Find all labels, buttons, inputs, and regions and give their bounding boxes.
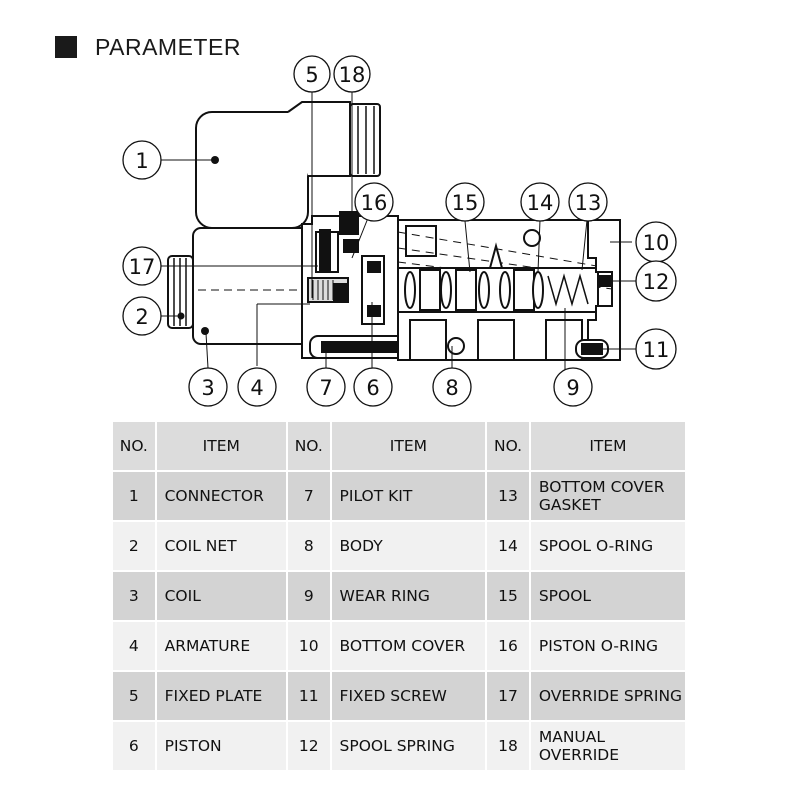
- table-header-row: NO. ITEM NO. ITEM NO. ITEM: [113, 422, 685, 470]
- part-name: PISTON O-RING: [530, 622, 685, 670]
- square-bullet-icon: [55, 36, 77, 58]
- callout-14: 14: [520, 182, 560, 222]
- part-number: 4: [113, 622, 155, 670]
- part-name: OVERRIDE SPRING: [530, 672, 685, 720]
- svg-text:2: 2: [135, 305, 148, 329]
- column-header-no: NO.: [113, 422, 155, 470]
- part-number: 5: [113, 672, 155, 720]
- part-number: 17: [487, 672, 529, 720]
- part-number: 15: [487, 572, 529, 620]
- column-header-no: NO.: [487, 422, 529, 470]
- valve-cross-section-diagram: 1 2 3 4 5 6 7 8 9 10 11 12 13 14 15 16 1…: [122, 55, 677, 407]
- part-name: SPOOL O-RING: [530, 522, 685, 570]
- svg-text:8: 8: [445, 376, 458, 400]
- table-row: 5 FIXED PLATE 11 FIXED SCREW 17 OVERRIDE…: [113, 672, 685, 720]
- part-name: COIL: [156, 572, 286, 620]
- svg-text:12: 12: [643, 270, 670, 294]
- callout-12: 12: [635, 260, 677, 302]
- table-row: 4 ARMATURE 10 BOTTOM COVER 16 PISTON O-R…: [113, 622, 685, 670]
- svg-text:4: 4: [250, 376, 263, 400]
- part-name: SPOOL: [530, 572, 685, 620]
- part-number: 16: [487, 622, 529, 670]
- svg-text:17: 17: [129, 255, 156, 279]
- part-number: 8: [287, 522, 330, 570]
- svg-text:5: 5: [305, 63, 318, 87]
- bottom-cover-shape: [575, 219, 621, 361]
- callout-10: 10: [635, 221, 677, 263]
- table-row: 3 COIL 9 WEAR RING 15 SPOOL: [113, 572, 685, 620]
- part-name: COIL NET: [156, 522, 286, 570]
- part-number: 3: [113, 572, 155, 620]
- part-name: FIXED PLATE: [156, 672, 286, 720]
- column-header-item: ITEM: [331, 422, 486, 470]
- callout-7: 7: [306, 367, 346, 407]
- part-name: ARMATURE: [156, 622, 286, 670]
- spool-spring-shape: [547, 273, 589, 307]
- table-row: 1 CONNECTOR 7 PILOT KIT 13 BOTTOM COVER …: [113, 472, 685, 520]
- part-number: 9: [287, 572, 330, 620]
- section-title: PARAMETER: [95, 33, 241, 60]
- svg-text:13: 13: [575, 191, 602, 215]
- callout-13: 13: [568, 182, 608, 222]
- svg-text:18: 18: [339, 63, 366, 87]
- table-row: 6 PISTON 12 SPOOL SPRING 18 MANUAL OVERR…: [113, 722, 685, 770]
- parts-table: NO. ITEM NO. ITEM NO. ITEM 1 CONNECTOR 7…: [111, 420, 687, 772]
- callout-8: 8: [432, 367, 472, 407]
- callout-6: 6: [353, 367, 393, 407]
- callout-5: 5: [293, 55, 331, 93]
- part-number: 11: [287, 672, 330, 720]
- part-number: 1: [113, 472, 155, 520]
- column-header-no: NO.: [287, 422, 330, 470]
- callout-17: 17: [122, 246, 162, 286]
- part-number: 14: [487, 522, 529, 570]
- part-name: BOTTOM COVER GASKET: [530, 472, 685, 520]
- column-header-item: ITEM: [530, 422, 685, 470]
- part-name: WEAR RING: [331, 572, 486, 620]
- spool-shape: [397, 242, 599, 313]
- svg-text:3: 3: [201, 376, 214, 400]
- part-number: 7: [287, 472, 330, 520]
- svg-text:9: 9: [566, 376, 579, 400]
- callout-15: 15: [445, 182, 485, 222]
- part-number: 2: [113, 522, 155, 570]
- part-number: 18: [487, 722, 529, 770]
- coil-shape: [185, 227, 310, 345]
- callout-2: 2: [122, 296, 162, 336]
- callout-16: 16: [354, 182, 394, 222]
- part-number: 12: [287, 722, 330, 770]
- callout-18: 18: [333, 55, 371, 93]
- pilot-head-shape: [301, 211, 411, 359]
- callout-9: 9: [553, 367, 593, 407]
- table-row: 2 COIL NET 8 BODY 14 SPOOL O-RING: [113, 522, 685, 570]
- column-header-item: ITEM: [156, 422, 286, 470]
- svg-text:14: 14: [527, 191, 554, 215]
- section-heading: PARAMETER: [55, 32, 241, 62]
- part-name: FIXED SCREW: [331, 672, 486, 720]
- part-number: 10: [287, 622, 330, 670]
- part-number: 6: [113, 722, 155, 770]
- callout-11: 11: [635, 328, 677, 370]
- part-name: CONNECTOR: [156, 472, 286, 520]
- callout-group: 1 2 3 4 5 6 7 8 9 10 11 12 13 14 15 16 1…: [122, 55, 677, 407]
- part-name: BOTTOM COVER: [331, 622, 486, 670]
- callout-3: 3: [188, 367, 228, 407]
- part-name: MANUAL OVERRIDE: [530, 722, 685, 770]
- svg-text:7: 7: [319, 376, 332, 400]
- part-name: BODY: [331, 522, 486, 570]
- svg-text:1: 1: [135, 149, 148, 173]
- svg-text:11: 11: [643, 338, 670, 362]
- svg-text:15: 15: [452, 191, 479, 215]
- part-name: PILOT KIT: [331, 472, 486, 520]
- svg-text:6: 6: [366, 376, 379, 400]
- svg-text:10: 10: [643, 231, 670, 255]
- callout-1: 1: [122, 140, 162, 180]
- callout-4: 4: [237, 367, 277, 407]
- svg-text:16: 16: [361, 191, 388, 215]
- coil-net-shape: [167, 255, 194, 329]
- part-number: 13: [487, 472, 529, 520]
- part-name: PISTON: [156, 722, 286, 770]
- connector-shape: [195, 101, 381, 229]
- part-name: SPOOL SPRING: [331, 722, 486, 770]
